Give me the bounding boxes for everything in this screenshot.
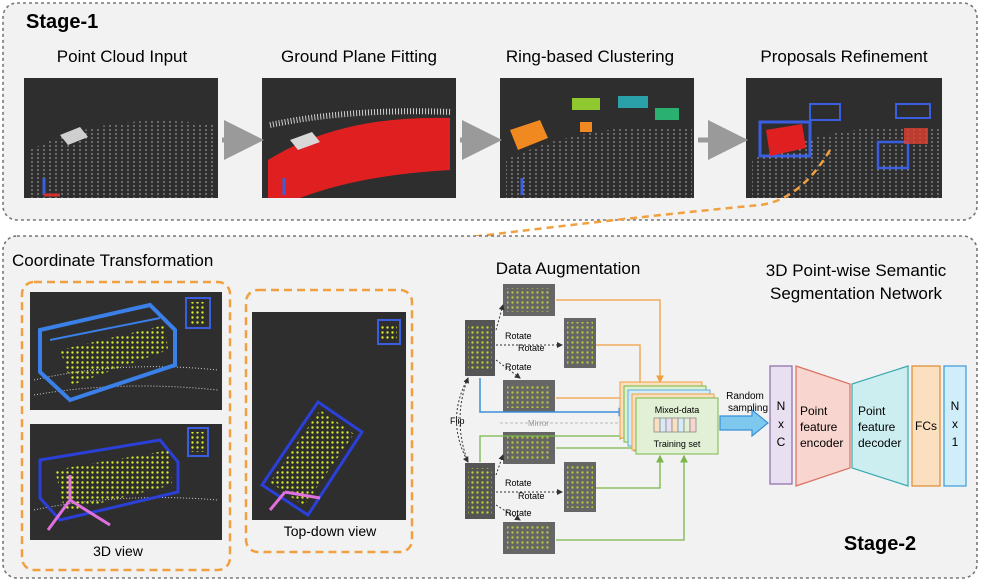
- data-augmentation-title: Data Augmentation: [496, 259, 641, 278]
- svg-text:N: N: [777, 399, 786, 413]
- block-point-feature-encoder: Point feature encoder: [795, 365, 851, 487]
- random-sampling-arrow: [719, 408, 769, 438]
- rotate-label-5: Rotate: [518, 491, 545, 501]
- view-top-label: Top-down view: [284, 523, 377, 539]
- svg-text:x: x: [952, 417, 958, 431]
- network-title-line2: Segmentation Network: [770, 284, 942, 303]
- aug-sample-original-top: [465, 320, 495, 376]
- proposals-refinement-image: [746, 78, 942, 198]
- svg-text:N: N: [951, 399, 960, 413]
- svg-text:feature: feature: [800, 420, 838, 434]
- training-set-label: Training set: [654, 439, 701, 449]
- block-fcs: FCs: [911, 365, 941, 487]
- mirror-label: Mirror: [528, 419, 549, 428]
- view-3d-label: 3D view: [93, 543, 144, 559]
- aug-sample-rot-4: [503, 432, 555, 464]
- view-top-image: [252, 312, 406, 520]
- ring-clustering-image: [500, 78, 694, 198]
- aug-sample-rot-5: [564, 462, 596, 512]
- svg-text:C: C: [777, 435, 786, 449]
- block-nx1: N x 1: [943, 365, 967, 487]
- sampling-label: sampling: [728, 403, 768, 414]
- svg-text:decoder: decoder: [858, 436, 901, 450]
- rotate-label-3: Rotate: [505, 362, 532, 372]
- block-point-feature-decoder: Point feature decoder: [851, 365, 909, 487]
- stage2-title: Stage-2: [844, 533, 916, 555]
- svg-text:x: x: [778, 417, 784, 431]
- svg-text:Point: Point: [858, 404, 886, 418]
- stage-transition-arrow: [275, 149, 832, 270]
- stage1-panel: [2, 2, 978, 221]
- svg-text:feature: feature: [858, 420, 896, 434]
- svg-text:1: 1: [952, 435, 959, 449]
- step-title-proposals-refinement: Proposals Refinement: [760, 47, 928, 66]
- point-cloud-input-image: [24, 78, 218, 198]
- svg-text:Point: Point: [800, 404, 828, 418]
- network-title-line1: 3D Point-wise Semantic: [766, 261, 947, 280]
- mixed-data-label: Mixed-data: [655, 405, 700, 415]
- view-3d-top-image: [30, 292, 222, 410]
- aug-sample-rot-6: [503, 522, 555, 554]
- rotate-label-6: Rotate: [505, 508, 532, 518]
- flip-label: Flip: [450, 416, 465, 426]
- svg-text:encoder: encoder: [800, 436, 843, 450]
- view-top-frame: [244, 288, 414, 554]
- coord-transform-title: Coordinate Transformation: [12, 251, 213, 270]
- rotate-label-1: Rotate: [505, 331, 532, 341]
- aug-sample-rot-3: [503, 380, 555, 412]
- random-label: Random: [726, 391, 764, 402]
- rotate-label-2: Rotate: [518, 343, 545, 353]
- view-3d-bottom-image: [30, 424, 222, 540]
- block-nxc: N x C: [769, 365, 793, 485]
- ground-plane-fitting-image: [262, 78, 456, 198]
- aug-sample-rot-2: [564, 318, 596, 368]
- rotate-label-4: Rotate: [505, 478, 532, 488]
- step-title-ring-clustering: Ring-based Clustering: [506, 47, 674, 66]
- aug-sample-rot-1: [503, 284, 555, 316]
- svg-text:FCs: FCs: [915, 419, 937, 433]
- aug-sample-flip-bottom: [465, 463, 495, 519]
- training-set-stack: Mixed-data Training set: [619, 381, 719, 455]
- step-title-ground-plane-fitting: Ground Plane Fitting: [281, 47, 437, 66]
- step-title-point-cloud-input: Point Cloud Input: [57, 47, 188, 66]
- stage1-title: Stage-1: [26, 11, 98, 33]
- view-3d-frame: [20, 280, 232, 572]
